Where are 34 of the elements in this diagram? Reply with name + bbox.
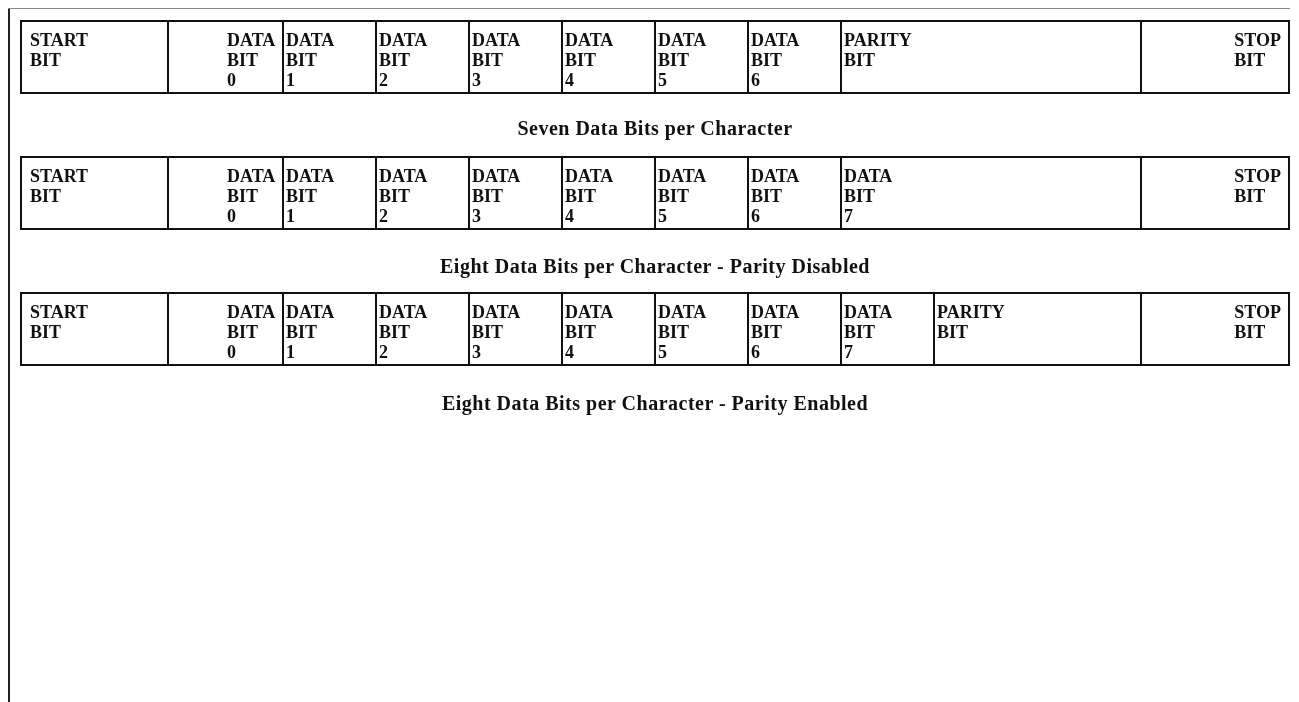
bit-label: PARITY BIT: [937, 302, 1004, 344]
frame-caption: Eight Data Bits per Character - Parity Disabled: [439, 255, 871, 278]
bit-label: DATA BIT 1: [286, 30, 334, 92]
bit-label: DATA BIT 5: [658, 302, 706, 364]
bit-label: DATA BIT 2: [379, 166, 427, 228]
bit-label: DATA BIT 2: [379, 302, 427, 364]
bit-label: DATA BIT 4: [565, 166, 613, 228]
bit-label: DATA BIT 1: [286, 302, 334, 364]
frame-caption: Seven Data Bits per Character: [516, 117, 794, 140]
bit-label: DATA BIT 3: [472, 302, 520, 364]
bit-label: DATA BIT 7: [844, 302, 892, 364]
bit-label: DATA BIT 5: [658, 30, 706, 92]
bit-label: DATA BIT 6: [751, 302, 799, 364]
frame-caption: Eight Data Bits per Character - Parity Enabled: [440, 392, 870, 415]
bit-label: DATA BIT 0: [227, 30, 275, 92]
bit-label: START BIT: [30, 302, 88, 344]
bit-label: DATA BIT 6: [751, 30, 799, 92]
bit-label: DATA BIT 6: [751, 166, 799, 228]
bit-label: STOP BIT: [1234, 302, 1280, 344]
bit-label: DATA BIT 3: [472, 166, 520, 228]
bit-label: START BIT: [30, 166, 88, 208]
bit-label: STOP BIT: [1234, 30, 1280, 72]
bit-label: DATA BIT 3: [472, 30, 520, 92]
bit-label: DATA BIT 2: [379, 30, 427, 92]
bit-label: DATA BIT 0: [227, 302, 275, 364]
bit-label: DATA BIT 0: [227, 166, 275, 228]
bit-label: START BIT: [30, 30, 88, 72]
bit-label: PARITY BIT: [844, 30, 911, 72]
bit-label: DATA BIT 1: [286, 166, 334, 228]
bit-label: STOP BIT: [1234, 166, 1280, 208]
bit-label: DATA BIT 7: [844, 166, 892, 228]
bit-label: DATA BIT 4: [565, 30, 613, 92]
bit-label: DATA BIT 4: [565, 302, 613, 364]
bit-label: DATA BIT 5: [658, 166, 706, 228]
